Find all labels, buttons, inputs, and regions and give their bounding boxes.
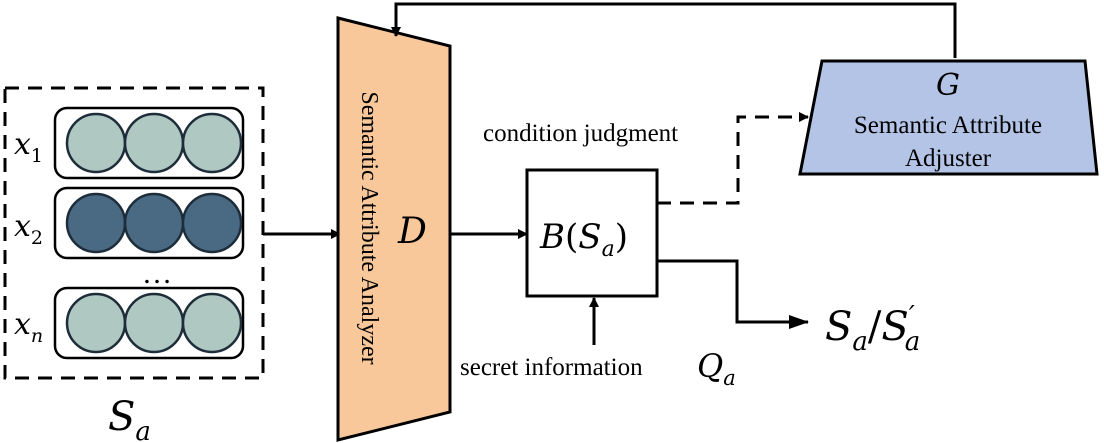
output-label: Sa/S′a	[825, 301, 920, 357]
row-xn-label: xn	[14, 307, 43, 347]
row-x2-label: x2	[14, 209, 43, 249]
row-x2-circle-3	[181, 192, 243, 254]
row-x1-circle-2	[123, 112, 185, 174]
set-label: Sa	[108, 394, 151, 443]
row-x1-circle-1	[65, 112, 127, 174]
condition-label: condition judgment	[483, 120, 678, 147]
analyzer-symbol: D	[397, 211, 427, 252]
row-x2: x2	[14, 186, 245, 260]
row-x1: x1	[14, 106, 245, 180]
row-x1-circle-3	[181, 112, 243, 174]
adjuster-block	[798, 59, 1099, 176]
judge-box	[525, 168, 659, 298]
analyzer-title: Semantic Attribute Analyzer	[356, 91, 382, 364]
row-xn-circle-3	[181, 292, 243, 354]
feedback-arrow	[391, 2, 957, 58]
row-xn-circle-1	[65, 292, 127, 354]
adjuster-line1: Semantic Attribute	[854, 112, 1042, 139]
secret-symbol: Qa	[697, 347, 736, 390]
row-xn: xn	[14, 286, 245, 360]
adjuster-symbol: G	[936, 68, 960, 103]
condition-dashed-arrow	[657, 112, 809, 205]
ellipsis: …	[142, 257, 172, 290]
secret-label: secret information	[460, 354, 643, 381]
row-xn-circle-2	[123, 292, 185, 354]
adjuster-line2: Adjuster	[905, 145, 992, 172]
output-arrow	[657, 259, 809, 329]
judge-label: B(Sa)	[539, 217, 628, 262]
row-x2-circle-2	[123, 192, 185, 254]
row-x2-circle-1	[65, 192, 127, 254]
analyzer-block	[336, 16, 452, 442]
row-x1-label: x1	[14, 127, 43, 167]
